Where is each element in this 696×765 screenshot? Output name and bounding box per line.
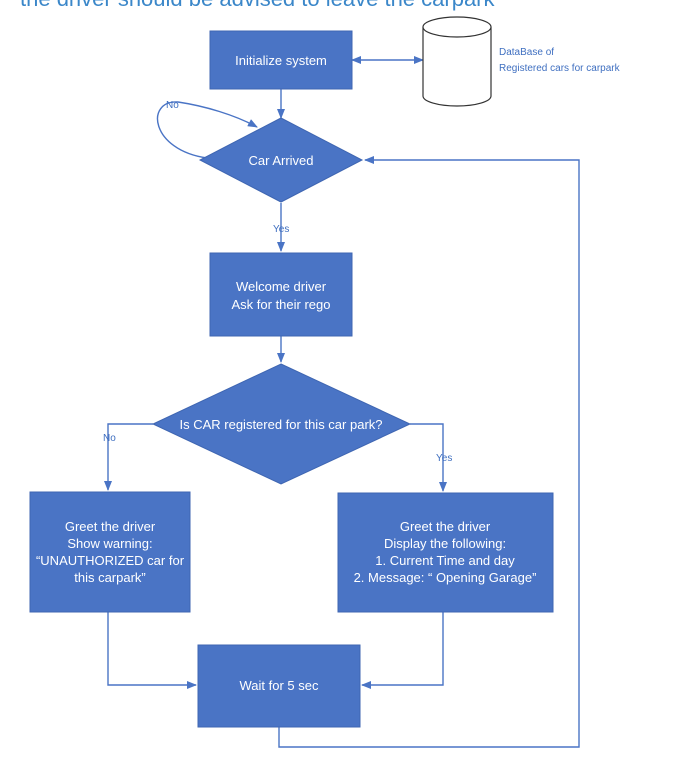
node-initialize-system-label: Initialize system bbox=[235, 53, 327, 68]
edge-label-registered-no: No bbox=[103, 433, 116, 444]
node-welcome-driver bbox=[209, 252, 353, 337]
database-cylinder bbox=[422, 16, 492, 107]
node-authorized-line2: Display the following: bbox=[384, 536, 506, 551]
node-authorized-line1: Greet the driver bbox=[400, 519, 491, 534]
node-registered-question-label: Is CAR registered for this car park? bbox=[179, 417, 382, 432]
node-unauthorized-line1: Greet the driver bbox=[65, 519, 156, 534]
connector-unauthorized-to-wait bbox=[107, 612, 197, 689]
node-authorized-display bbox=[337, 492, 554, 613]
node-car-arrived-label: Car Arrived bbox=[248, 153, 313, 168]
node-authorized-line3: 1. Current Time and day bbox=[375, 553, 515, 568]
node-initialize-system bbox=[209, 30, 353, 90]
node-unauthorized-warning bbox=[29, 491, 191, 613]
node-registered-question bbox=[151, 363, 412, 485]
node-welcome-line2: Ask for their rego bbox=[232, 297, 331, 312]
connector-question-no bbox=[104, 423, 153, 491]
node-authorized-line4: 2. Message: “ Opening Garage” bbox=[354, 570, 537, 585]
header-text: the driver should be advised to leave th… bbox=[0, 0, 696, 12]
connector-authorized-to-wait bbox=[361, 612, 444, 689]
node-wait bbox=[197, 644, 361, 728]
connector-wait-loop-back bbox=[278, 156, 580, 748]
node-unauthorized-line4: this carpark” bbox=[74, 570, 146, 585]
node-unauthorized-line3: “UNAUTHORIZED car for bbox=[36, 553, 185, 568]
node-unauthorized-line2: Show warning: bbox=[67, 536, 152, 551]
database-label-line1: DataBase of bbox=[499, 47, 554, 58]
connector-question-yes bbox=[410, 423, 447, 492]
edge-label-registered-yes: Yes bbox=[436, 453, 452, 464]
database-label-line2: Registered cars for carpark bbox=[499, 63, 621, 74]
edge-label-arrived-no: No bbox=[166, 100, 179, 111]
node-wait-label: Wait for 5 sec bbox=[240, 678, 319, 693]
node-welcome-line1: Welcome driver bbox=[236, 279, 327, 294]
connector-arrived-no-loop bbox=[156, 101, 258, 159]
node-car-arrived bbox=[198, 117, 364, 203]
edge-label-arrived-yes: Yes bbox=[273, 224, 289, 235]
